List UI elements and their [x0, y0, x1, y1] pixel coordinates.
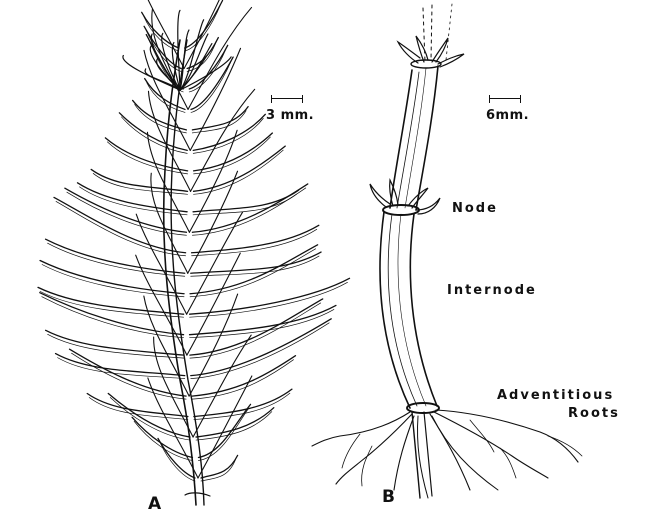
root-branch-1	[342, 434, 360, 468]
leaf-right	[193, 114, 265, 150]
stem-below-node-2	[424, 412, 432, 496]
root-6	[434, 412, 548, 478]
scale-bar-b	[489, 95, 521, 103]
mid-leaf-1	[370, 184, 390, 207]
leaf-up-right	[187, 212, 243, 314]
leaf-left-edge	[93, 173, 187, 194]
leaf-right-edge	[191, 256, 319, 276]
adventitious-label: Adventitious	[497, 388, 614, 403]
root-branch-2	[362, 446, 372, 486]
scale-label-b: 6mm.	[486, 108, 529, 123]
internode-lower-right-edge	[410, 214, 437, 406]
leaf-left-edge	[58, 358, 185, 379]
stem-top-line-2	[431, 5, 432, 60]
scale-bar-a	[271, 95, 303, 103]
leaf-left	[65, 188, 187, 232]
leaf-left	[46, 330, 184, 355]
panel-a-letter: A	[148, 494, 161, 514]
top-leaf-3	[432, 38, 448, 62]
stem-top-line-3	[446, 4, 452, 60]
scale-label-a: 3 mm.	[266, 108, 314, 123]
leaf-right	[196, 408, 274, 437]
leaf-left	[54, 197, 186, 252]
leaf-left	[40, 260, 184, 293]
stem-top-line-1	[423, 8, 425, 62]
leaf-up-right	[187, 253, 240, 355]
node-label: Node	[452, 201, 498, 216]
leaf-left	[40, 293, 184, 335]
leaf-up-right	[193, 335, 251, 437]
internode-upper-inner-line-2	[405, 68, 426, 208]
root-1	[312, 412, 410, 446]
top-leaf-1	[398, 42, 420, 63]
root-5	[430, 414, 470, 490]
root-2	[336, 414, 412, 484]
root-3	[394, 416, 414, 490]
top-leaf-4	[438, 54, 464, 67]
leaf-up-right	[189, 294, 238, 396]
panel-b-letter: B	[382, 487, 395, 507]
stem-b-illustration	[312, 4, 582, 498]
leaf-left	[105, 138, 187, 171]
roots-label: Roots	[568, 406, 620, 421]
leaf-right	[190, 278, 350, 314]
leaf-right	[193, 190, 298, 212]
leaf-right-edge	[193, 194, 296, 215]
root-branch-3	[500, 448, 516, 478]
leaf-left	[132, 417, 192, 457]
leaf-right-edge	[198, 408, 248, 460]
leaf-right	[192, 184, 307, 232]
leaf-left	[91, 169, 187, 191]
internode-label: Internode	[447, 283, 537, 298]
leaf-up-left	[147, 132, 189, 232]
top-leaf-2	[416, 36, 428, 62]
shoot-a-illustration	[38, 0, 349, 505]
root-branch-4	[470, 420, 494, 452]
mid-leaf-4	[416, 198, 440, 214]
leaf-up-left	[136, 214, 186, 314]
leaf-right	[190, 299, 323, 355]
internode-lower-left-edge	[380, 212, 410, 408]
leaf-left-edge	[40, 291, 184, 317]
leaf-right-edge	[192, 111, 246, 133]
leaf-up-right	[184, 0, 233, 68]
stem-base	[185, 493, 210, 496]
leaf-left	[133, 100, 187, 129]
